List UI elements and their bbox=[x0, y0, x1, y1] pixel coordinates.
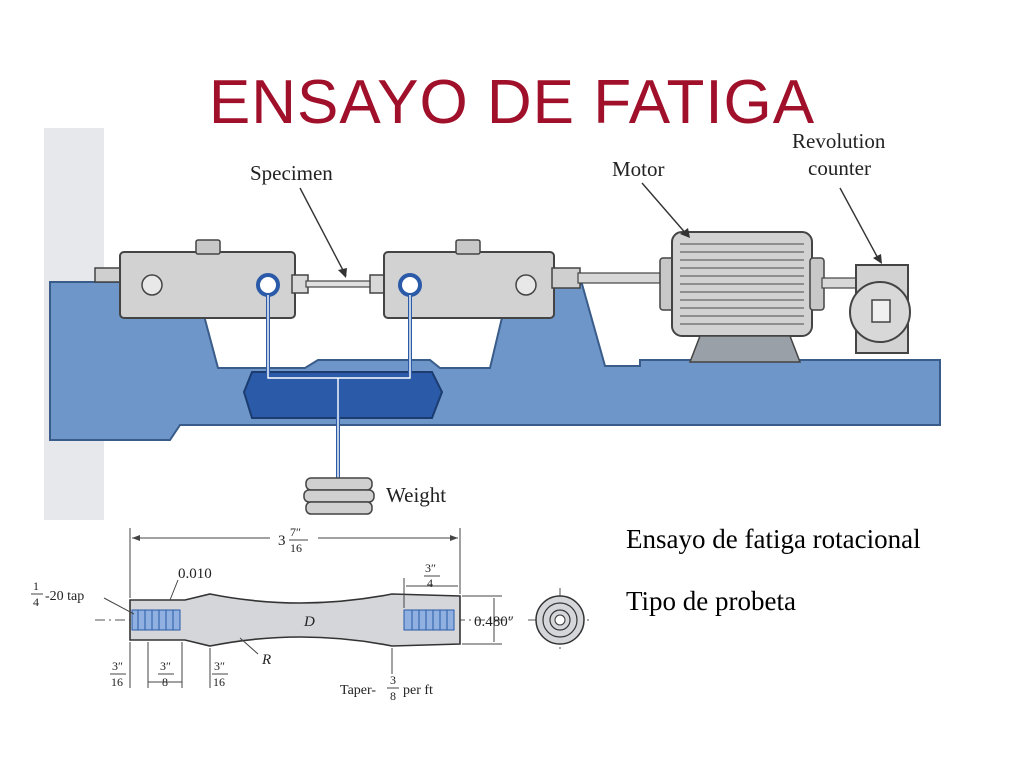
tap-den: 4 bbox=[33, 595, 39, 609]
leader-arrowheads bbox=[338, 228, 882, 278]
end-len-num: 3″ bbox=[425, 561, 436, 575]
caption-rotational-fatigue: Ensayo de fatiga rotacional bbox=[626, 524, 921, 554]
left-load-pivot bbox=[256, 273, 280, 297]
weight-plate-2 bbox=[303, 489, 375, 503]
right-thread bbox=[403, 609, 455, 631]
d-label: D bbox=[303, 614, 315, 630]
diameter-dim bbox=[462, 595, 502, 645]
dim3-den: 16 bbox=[213, 675, 225, 689]
slide-title: ENSAYO DE FATIGA bbox=[208, 68, 816, 137]
taper-pre: Taper- bbox=[340, 683, 376, 698]
right-coupling bbox=[551, 267, 581, 289]
overall-length-num: 7″ bbox=[290, 525, 301, 539]
dim1-num: 3″ bbox=[112, 659, 123, 673]
dim2-den: 8 bbox=[162, 675, 168, 689]
diameter-value: 0.480″ bbox=[474, 614, 514, 630]
right-bolt bbox=[515, 274, 537, 296]
motor-fins bbox=[680, 243, 804, 325]
right-load-pivot bbox=[398, 273, 422, 297]
label-revolution: Revolution bbox=[792, 129, 886, 153]
tap-rest: -20 tap bbox=[45, 589, 84, 604]
taper-den: 8 bbox=[390, 689, 396, 703]
overall-length-den: 16 bbox=[290, 541, 302, 555]
left-thread bbox=[131, 609, 181, 631]
tap-leader bbox=[103, 597, 135, 615]
weight-plate-3 bbox=[305, 501, 373, 515]
dim2-num: 3″ bbox=[160, 659, 171, 673]
end-len-den: 4 bbox=[427, 576, 433, 590]
tap-num: 1 bbox=[33, 579, 39, 593]
label-specimen: Specimen bbox=[250, 161, 333, 185]
end-length-dim bbox=[403, 578, 458, 608]
caption-specimen-type: Tipo de probeta bbox=[626, 586, 796, 616]
r-leader bbox=[239, 637, 259, 655]
counter-window bbox=[871, 299, 891, 323]
taper-num: 3 bbox=[390, 673, 396, 687]
right-housing-knob bbox=[455, 239, 481, 255]
motor-mount bbox=[688, 335, 802, 363]
yoke-trough bbox=[242, 371, 444, 419]
specimen-end-view bbox=[528, 588, 592, 652]
left-bolt bbox=[141, 274, 163, 296]
dim3-num: 3″ bbox=[214, 659, 225, 673]
specimen-outline bbox=[129, 593, 461, 647]
r-label: R bbox=[261, 652, 271, 668]
overall-length-dim bbox=[129, 528, 461, 598]
arrow-overall-right bbox=[450, 535, 458, 541]
drive-shaft bbox=[577, 272, 661, 284]
radius-offset-leader bbox=[169, 579, 179, 601]
thread-marks bbox=[137, 610, 448, 630]
label-counter: counter bbox=[808, 156, 871, 180]
label-motor: Motor bbox=[612, 157, 665, 181]
taper-post: per ft bbox=[403, 683, 433, 698]
label-weight: Weight bbox=[386, 483, 446, 507]
radius-offset: 0.010 bbox=[178, 566, 212, 582]
specimen-drawing: 3 7″ 16 0.010 1 4 -20 tap 3″ 4 bbox=[31, 525, 592, 703]
load-yoke-highlight bbox=[267, 295, 411, 480]
leader-lines bbox=[299, 182, 881, 277]
overall-length-whole: 3 bbox=[278, 533, 286, 549]
weight-plate-1 bbox=[305, 477, 373, 491]
arrow-overall-left bbox=[132, 535, 140, 541]
left-housing-knob bbox=[195, 239, 221, 255]
bottom-dims bbox=[129, 642, 211, 688]
dim1-den: 16 bbox=[111, 675, 123, 689]
counter-shaft bbox=[821, 277, 859, 289]
